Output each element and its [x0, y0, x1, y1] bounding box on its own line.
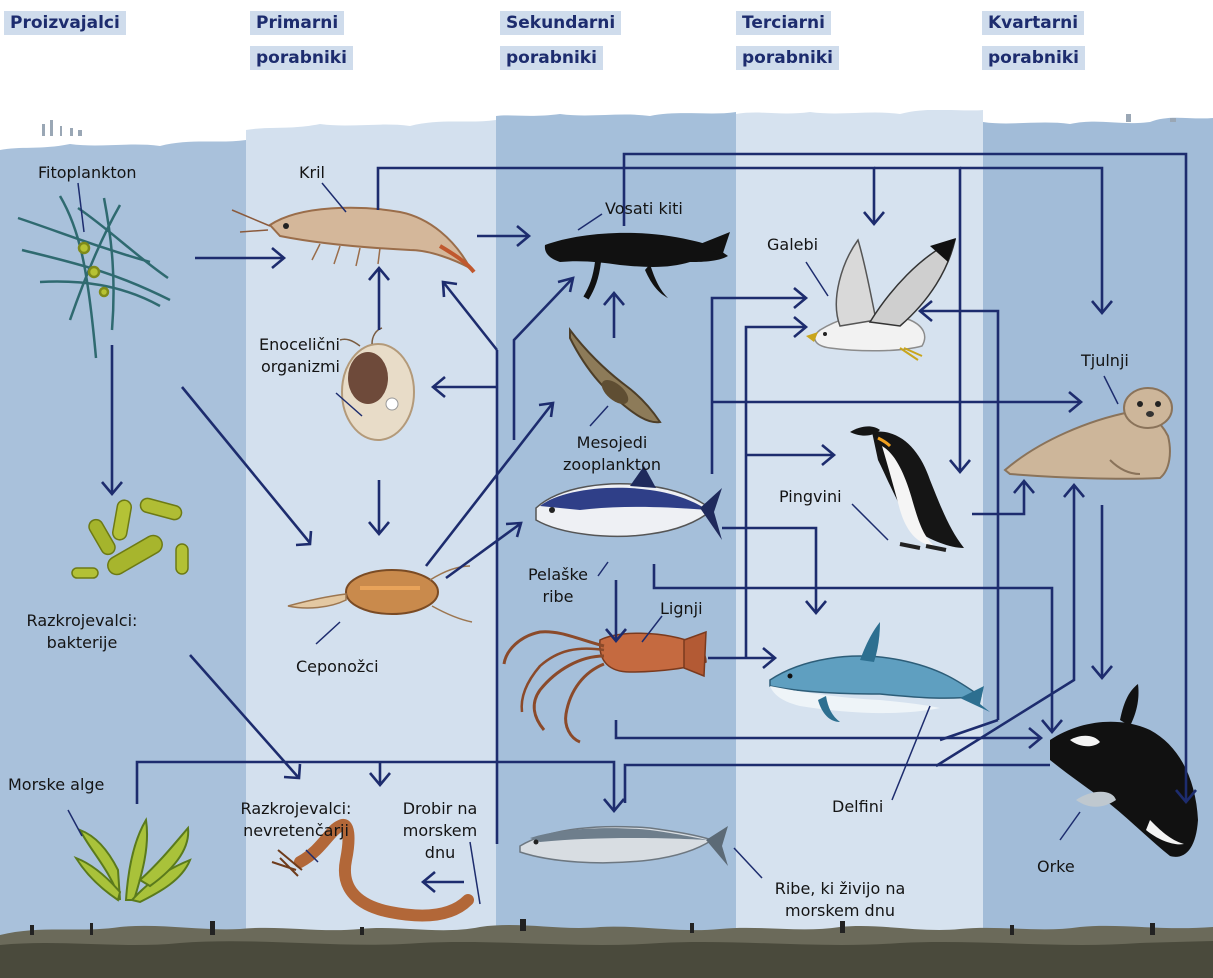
arrow-squid-to-orcas: [616, 720, 1041, 748]
arrow-pelagic-to-gulls: [712, 288, 806, 474]
arrow-phytoplankton-to-bacteria: [102, 345, 122, 494]
label-detritus-line1: Drobir na: [396, 798, 484, 819]
arrow-copepods-to-pelagic: [446, 523, 521, 578]
label-squid: Lignji: [660, 598, 703, 619]
arrow-unicellular-to-krill: [369, 268, 389, 330]
arrow-pelagic-to-squid: [606, 580, 626, 641]
label-invertebrates-line2: nevretenčarji: [228, 820, 364, 841]
label-unicellular-line2: organizmi: [214, 356, 340, 377]
arrow-squid-to-penguins: [746, 445, 834, 465]
arrow-detritus-to-krill: [443, 282, 497, 350]
label-seals: Tjulnji: [1081, 350, 1129, 371]
arrow-dolphins-to-seals: [936, 485, 1084, 766]
arrow-unicellular-to-copepods: [369, 480, 389, 534]
label-gulls: Galebi: [767, 234, 818, 255]
arrow-krill-to-penguins: [874, 168, 970, 472]
label-baleen-whales: Vosati kiti: [605, 198, 683, 219]
arrow-zooplankton-to-baleen: [604, 293, 624, 338]
label-pelagic-fish-line2: ribe: [516, 586, 600, 607]
label-carnivorous-zooplankton-line1: Mesojedi: [560, 432, 664, 453]
label-bacteria-line2: bakterije: [4, 632, 160, 653]
arrow-phytoplankton-to-krill: [195, 248, 284, 268]
arrow-baleen-to-orcas: [624, 154, 1196, 802]
arrow-pelagic-to-orcas: [654, 564, 1062, 732]
label-detritus-line3: dnu: [396, 842, 484, 863]
label-phytoplankton: Fitoplankton: [38, 162, 137, 183]
arrow-bacteria-to-worm: [190, 655, 300, 778]
label-pelagic-fish-line1: Pelaške: [516, 564, 600, 585]
arrow-seaweed-to-detritus: [370, 762, 390, 785]
label-dolphins: Delfini: [832, 796, 883, 817]
arrow-penguins-to-seals: [972, 481, 1034, 514]
arrow-detritus-to-unicellular: [433, 377, 497, 397]
label-bottom-fish-line2: morskem dnu: [750, 900, 930, 921]
label-unicellular-line1: Enocelični: [214, 334, 340, 355]
arrow-phytoplankton-to-copepods: [182, 387, 311, 545]
arrow-seals-to-orcas: [1092, 505, 1112, 678]
label-copepods: Ceponožci: [296, 656, 379, 677]
label-detritus-line2: morskem: [396, 820, 484, 841]
label-carnivorous-zooplankton-line2: zooplankton: [560, 454, 664, 475]
label-krill: Kril: [299, 162, 325, 183]
arrow-detritus-to-worm: [423, 872, 464, 892]
label-bacteria-line1: Razkrojevalci:: [4, 610, 160, 631]
label-orcas: Orke: [1037, 856, 1075, 877]
arrow-copepods-to-zooplankton: [426, 403, 553, 566]
sea-floor: [0, 905, 1213, 978]
label-seaweed: Morske alge: [8, 774, 104, 795]
label-penguins: Pingvini: [779, 486, 842, 507]
label-bottom-fish-line1: Ribe, ki živijo na: [750, 878, 930, 899]
arrow-squid-to-dolphins: [708, 648, 775, 668]
label-invertebrates-line1: Razkrojevalci:: [228, 798, 364, 819]
arrow-krill-to-baleen: [477, 226, 529, 246]
arrow-pelagic-to-dolphins: [722, 528, 826, 613]
arrow-krill-to-seals: [960, 168, 1112, 313]
arrow-pelagic-to-seals: [712, 392, 1081, 412]
